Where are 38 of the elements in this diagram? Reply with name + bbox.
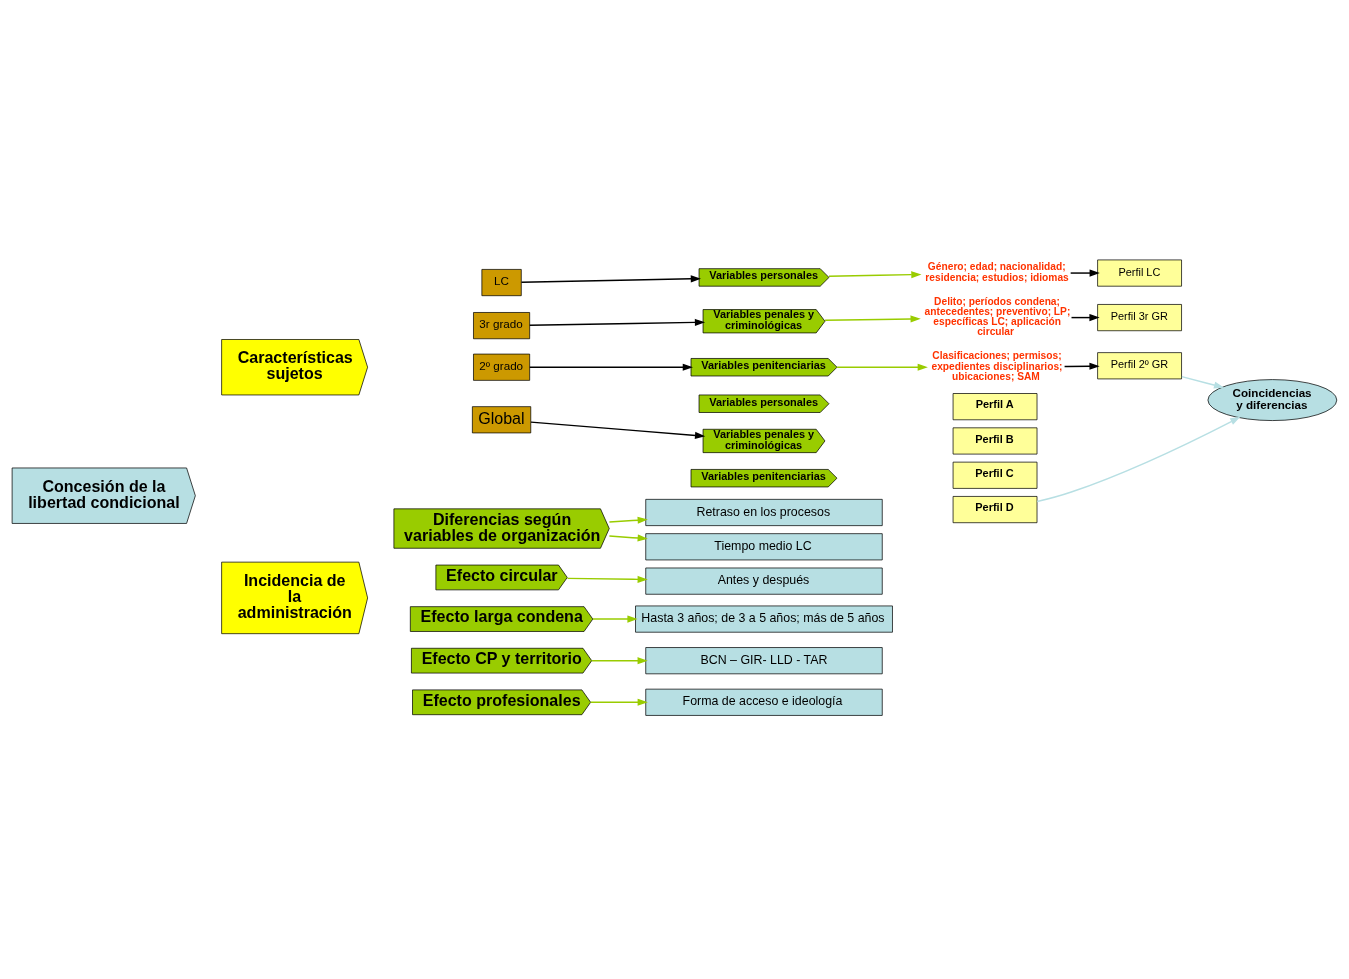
node-box: Forma de acceso e ideología <box>645 688 883 716</box>
arrow <box>608 534 648 542</box>
node-box: Perfil 3r GR <box>1097 304 1182 332</box>
node-box: Hasta 3 años; de 3 a 5 años; más de 5 años <box>635 605 893 633</box>
node-box: Perfil A <box>952 393 1038 421</box>
arrow <box>592 615 638 623</box>
node-text: Delito; períodos condena; antecedentes; preventivo; LP; específicas LC; aplicación circular <box>924 295 1071 338</box>
node-box: Perfil LC <box>1097 259 1182 287</box>
node-box: Perfil 2º GR <box>1097 352 1182 380</box>
arrow <box>529 363 693 371</box>
arrow <box>828 271 922 279</box>
arrow <box>591 657 648 665</box>
node-box: Perfil B <box>952 427 1038 455</box>
node-box: Perfil C <box>952 461 1038 489</box>
arrow <box>1181 375 1225 389</box>
node-box: Global <box>472 406 532 434</box>
node-text: Género; edad; nacionalidad; residencia; estudios; idiomas <box>925 261 1069 283</box>
arrow <box>836 363 928 371</box>
node-box: BCN – GIR- LLD - TAR <box>645 647 883 675</box>
arrow <box>824 315 921 323</box>
node-box: Perfil D <box>952 496 1038 524</box>
arrow <box>589 698 648 706</box>
node-box: Antes y después <box>645 567 883 595</box>
arrow <box>1069 269 1100 277</box>
arrow <box>1063 362 1100 370</box>
node-box: LC <box>481 269 522 297</box>
node-box: 2º grado <box>473 353 531 381</box>
node-box: Tiempo medio LC <box>645 533 883 561</box>
arrow <box>520 275 701 283</box>
node-box: Retraso en los procesos <box>645 499 883 526</box>
arrow <box>1070 314 1100 322</box>
arrow <box>1036 416 1241 503</box>
node-box: 3r grado <box>473 312 531 340</box>
arrow <box>566 575 648 583</box>
arrow <box>530 421 706 439</box>
arrow <box>529 318 706 326</box>
node-text: Clasificaciones; permisos; expedientes disciplinarios; ubicaciones; SAM <box>931 350 1063 382</box>
arrow <box>608 516 648 524</box>
